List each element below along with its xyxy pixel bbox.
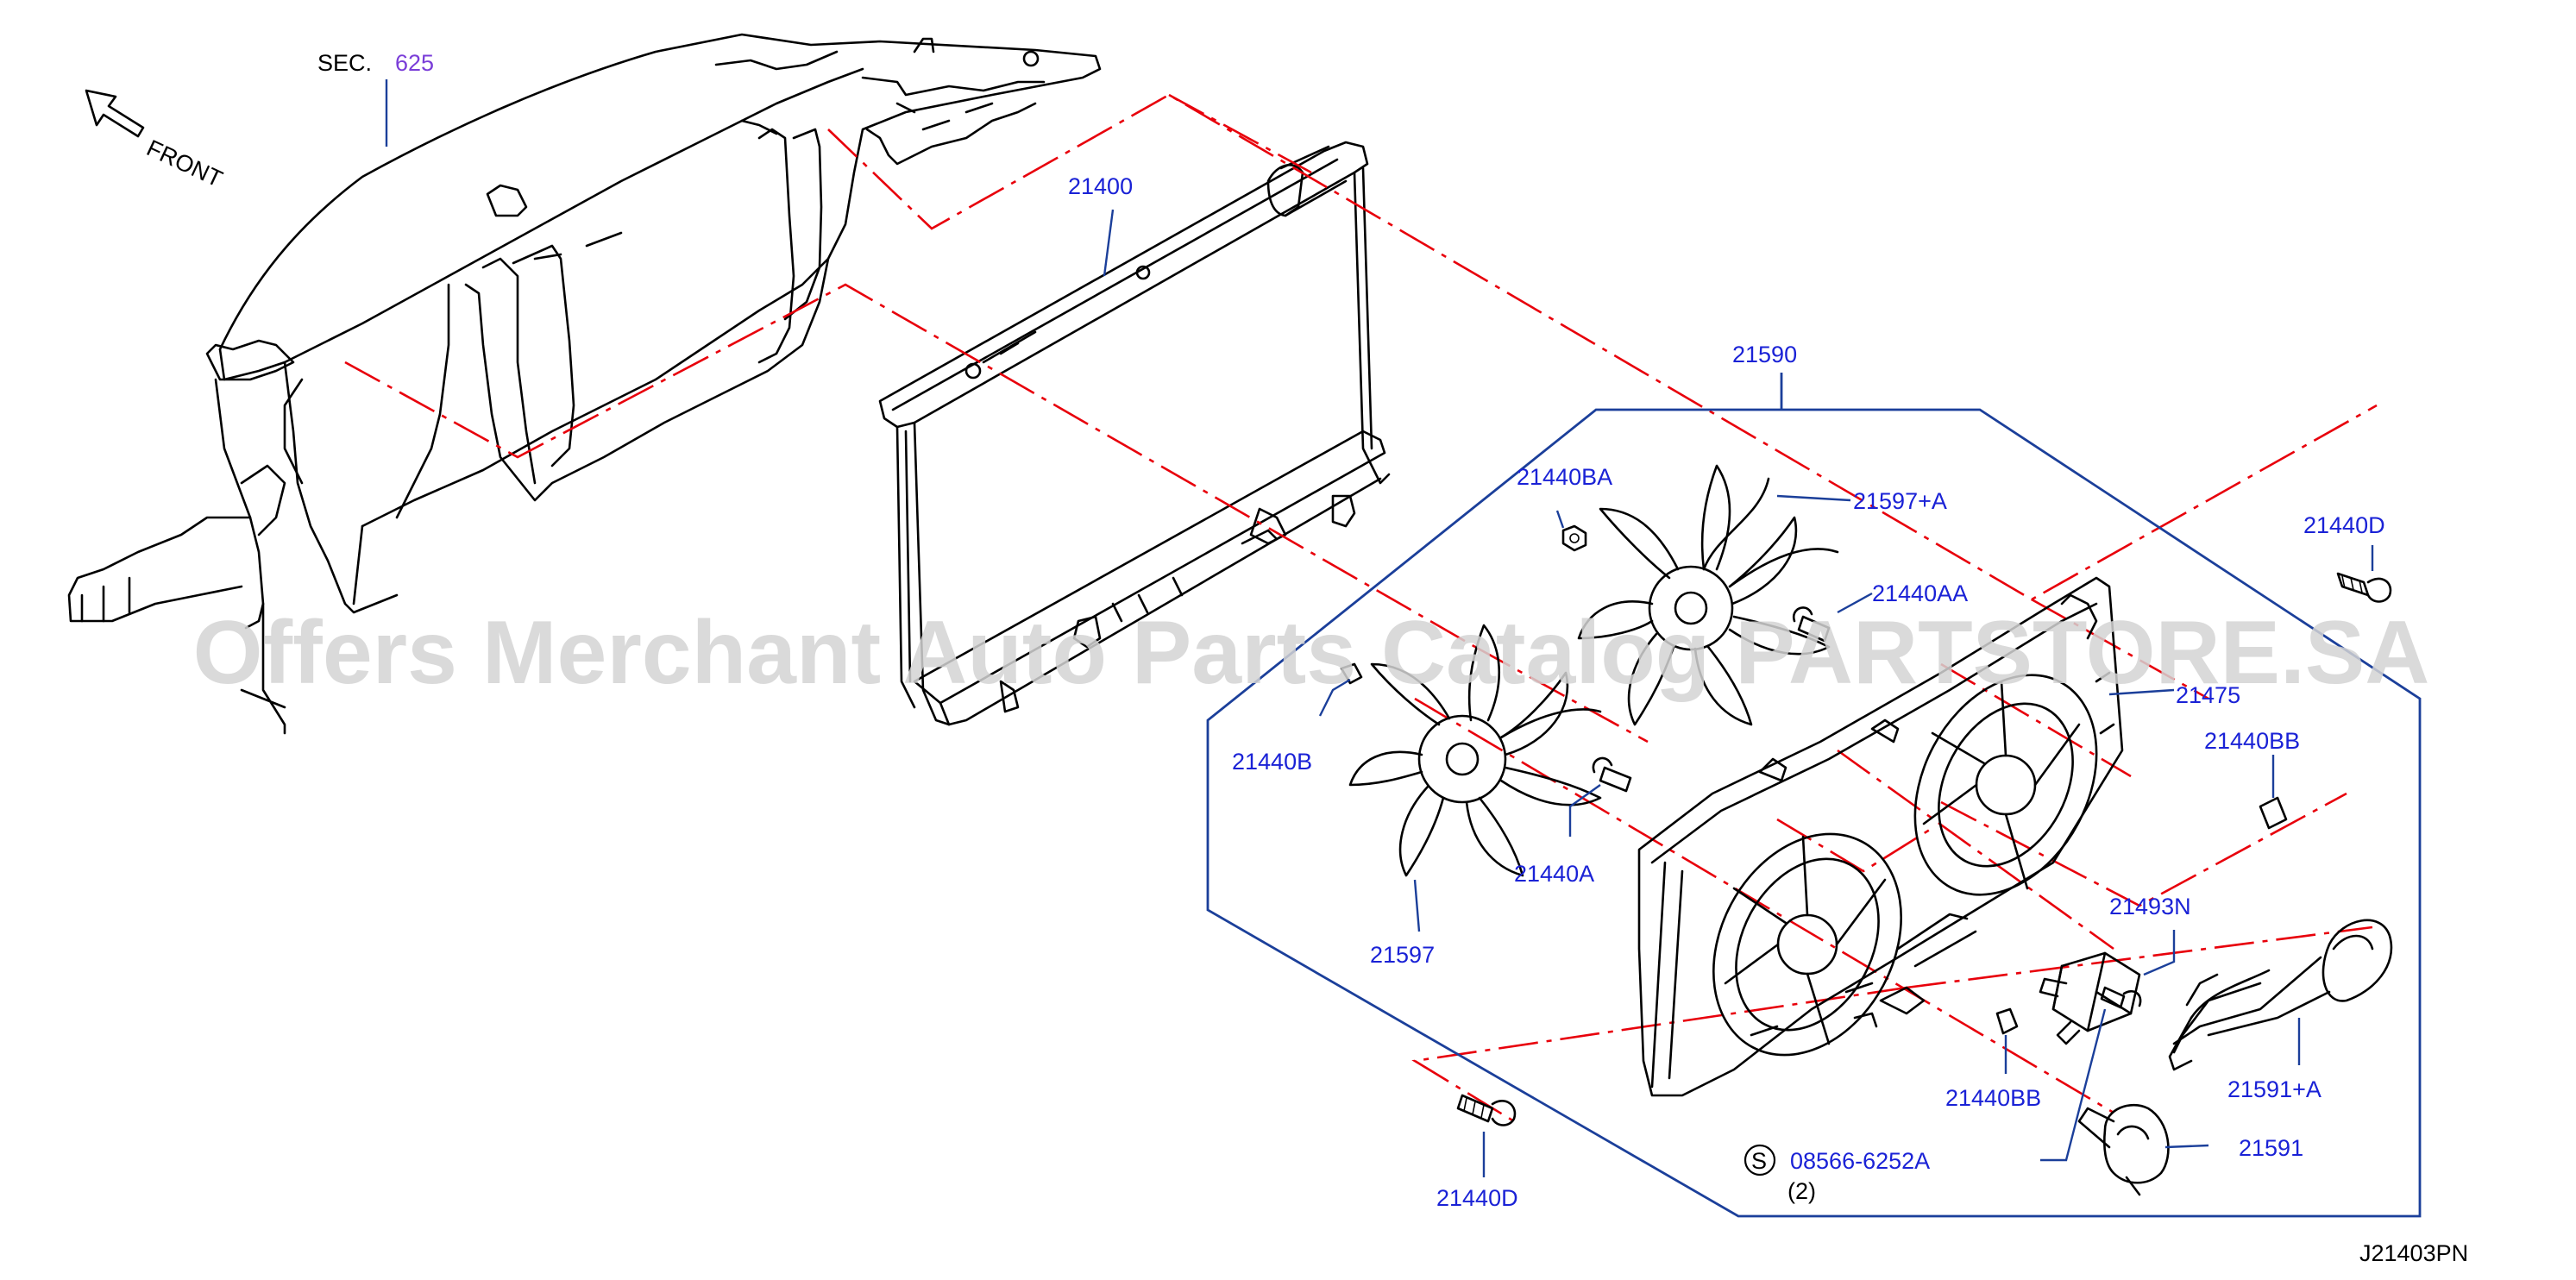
section-link[interactable]: 625: [395, 50, 434, 76]
svg-text:SEC.: SEC.: [317, 50, 372, 76]
std-part-qty: (2): [1787, 1178, 1816, 1204]
fan-21597-a: [1577, 464, 1839, 726]
label-21597[interactable]: 21597: [1370, 942, 1435, 968]
watermark: Offers Merchant Auto Parts Catalog PARTS…: [193, 603, 2430, 703]
fan-controller-21493n: [2039, 951, 2141, 1045]
label-21597-a[interactable]: 21597+A: [1853, 488, 1947, 514]
fan-motor-21591-a: [2168, 919, 2393, 1071]
label-21400[interactable]: 21400: [1068, 173, 1133, 199]
nut-21440ba: [1561, 524, 1587, 552]
label-21590[interactable]: 21590: [1732, 342, 1797, 367]
label-21493n[interactable]: 21493N: [2109, 894, 2191, 919]
label-21440bb-bottom[interactable]: 21440BB: [1945, 1085, 2041, 1111]
bolt-21440d-top: [2336, 572, 2392, 603]
label-21591-a[interactable]: 21591+A: [2227, 1076, 2322, 1102]
bolt-21440d-bottom: [1456, 1094, 1517, 1126]
bolt-21440a: [1592, 756, 1632, 793]
radiator: [878, 141, 1391, 726]
label-21440d-bottom[interactable]: 21440D: [1436, 1185, 1518, 1211]
leader-lines: [1103, 209, 2374, 1177]
standard-part-symbol-letter: S: [1751, 1148, 1767, 1174]
assembly-21590-outline: [1206, 408, 2422, 1218]
label-21440b[interactable]: 21440B: [1232, 749, 1312, 775]
section-prefix: SEC.: [317, 50, 372, 76]
standard-part-symbol-icon: [1744, 1144, 1776, 1176]
label-21475[interactable]: 21475: [2176, 682, 2240, 708]
front-label: FRONT: [142, 135, 226, 191]
clip-21440b: [1340, 662, 1363, 685]
label-21440aa[interactable]: 21440AA: [1872, 580, 1968, 606]
front-arrow-icon: [85, 89, 145, 138]
label-21440ba[interactable]: 21440BA: [1517, 464, 1612, 490]
clip-21440bb-bottom: [1995, 1007, 2019, 1035]
bolt-21440aa: [1792, 606, 1831, 643]
label-21591[interactable]: 21591: [2239, 1135, 2303, 1161]
screw-08566-6252a: [2100, 986, 2142, 1009]
fan-motor-21591: [2077, 1103, 2170, 1196]
label-21440bb-right[interactable]: 21440BB: [2204, 728, 2300, 754]
guide-lines: [344, 93, 2378, 1123]
label-21440d-top[interactable]: 21440D: [2303, 512, 2385, 538]
label-21440a[interactable]: 21440A: [1514, 861, 1594, 887]
fan-21597: [1348, 624, 1602, 877]
radiator-core-support: [67, 33, 1102, 735]
label-08566-6252a[interactable]: 08566-6252A: [1790, 1148, 1930, 1174]
fan-shroud: [1637, 576, 2124, 1097]
diagram-id: J21403PN: [2359, 1240, 2468, 1266]
clip-21440bb-right: [2259, 796, 2288, 830]
